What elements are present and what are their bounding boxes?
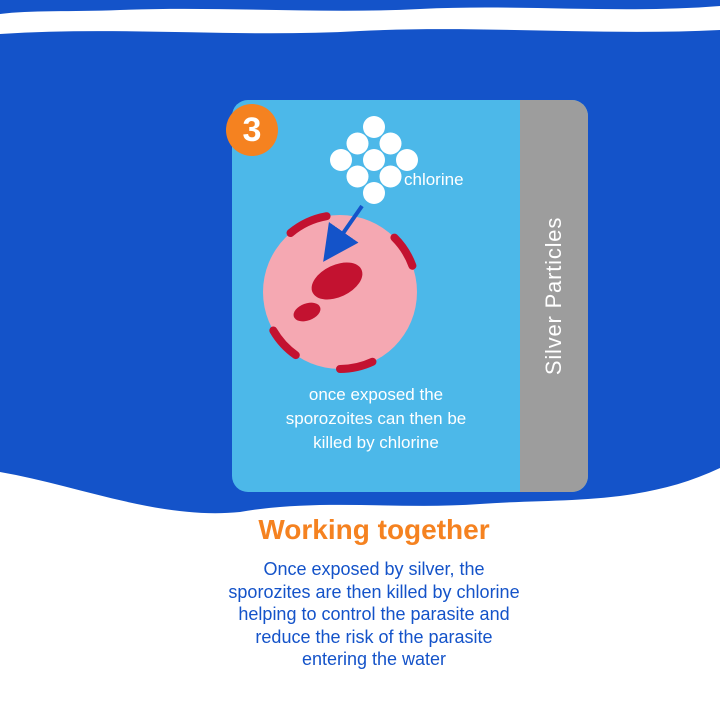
sporozoite-nucleus xyxy=(311,262,363,300)
footer-heading: Working together xyxy=(258,514,490,545)
chlorine-molecule-icon xyxy=(363,149,385,171)
sporozoite-icon xyxy=(263,215,417,369)
chlorine-cluster-icon xyxy=(330,116,418,204)
silver-particles-label: Silver Particles xyxy=(541,216,566,376)
sporozoite-nucleus-small xyxy=(293,302,321,322)
card-caption-line: sporozoites can then be xyxy=(285,408,467,428)
chlorine-molecule-icon xyxy=(363,116,385,138)
footer-body-line: entering the water xyxy=(301,649,447,669)
silver-particles-panel: Silver Particles xyxy=(520,100,588,492)
card-caption-line: once exposed the xyxy=(308,385,444,404)
step-card: Silver Particles xyxy=(232,100,588,492)
chlorine-molecule-icon xyxy=(379,165,402,188)
footer-body-line: Once exposed by silver, the xyxy=(263,559,485,579)
top-wave-bar xyxy=(0,0,720,14)
card-caption: once exposed the sporozoites can then be… xyxy=(232,383,520,454)
card-caption-line: killed by chlorine xyxy=(313,432,439,452)
footer-body: Once exposed by silver, the sporozites a… xyxy=(94,558,654,671)
step-number: 3 xyxy=(242,110,262,149)
sporozoite-membrane-mark xyxy=(269,326,300,360)
chlorine-molecule-icon xyxy=(396,149,418,171)
chlorine-molecule-icon xyxy=(363,182,385,204)
sporozoite-membrane-mark xyxy=(390,233,417,270)
sporozoite-membrane-mark xyxy=(336,357,377,373)
sporozoite-membrane-mark xyxy=(286,212,331,237)
step-number-badge: 3 xyxy=(226,104,278,156)
footer-body-line: reduce the risk of the parasite xyxy=(255,626,493,647)
arrow-icon xyxy=(323,204,364,262)
chlorine-molecule-icon xyxy=(379,132,402,155)
footer-body-line: helping to control the parasite and xyxy=(238,604,510,624)
chlorine-molecule-icon xyxy=(346,132,369,155)
chlorine-molecule-icon xyxy=(330,149,352,171)
chlorine-molecule-icon xyxy=(346,165,369,188)
footer-body-line: sporozites are then killed by chlorine xyxy=(228,581,520,602)
chlorine-label: chlorine xyxy=(404,170,464,189)
